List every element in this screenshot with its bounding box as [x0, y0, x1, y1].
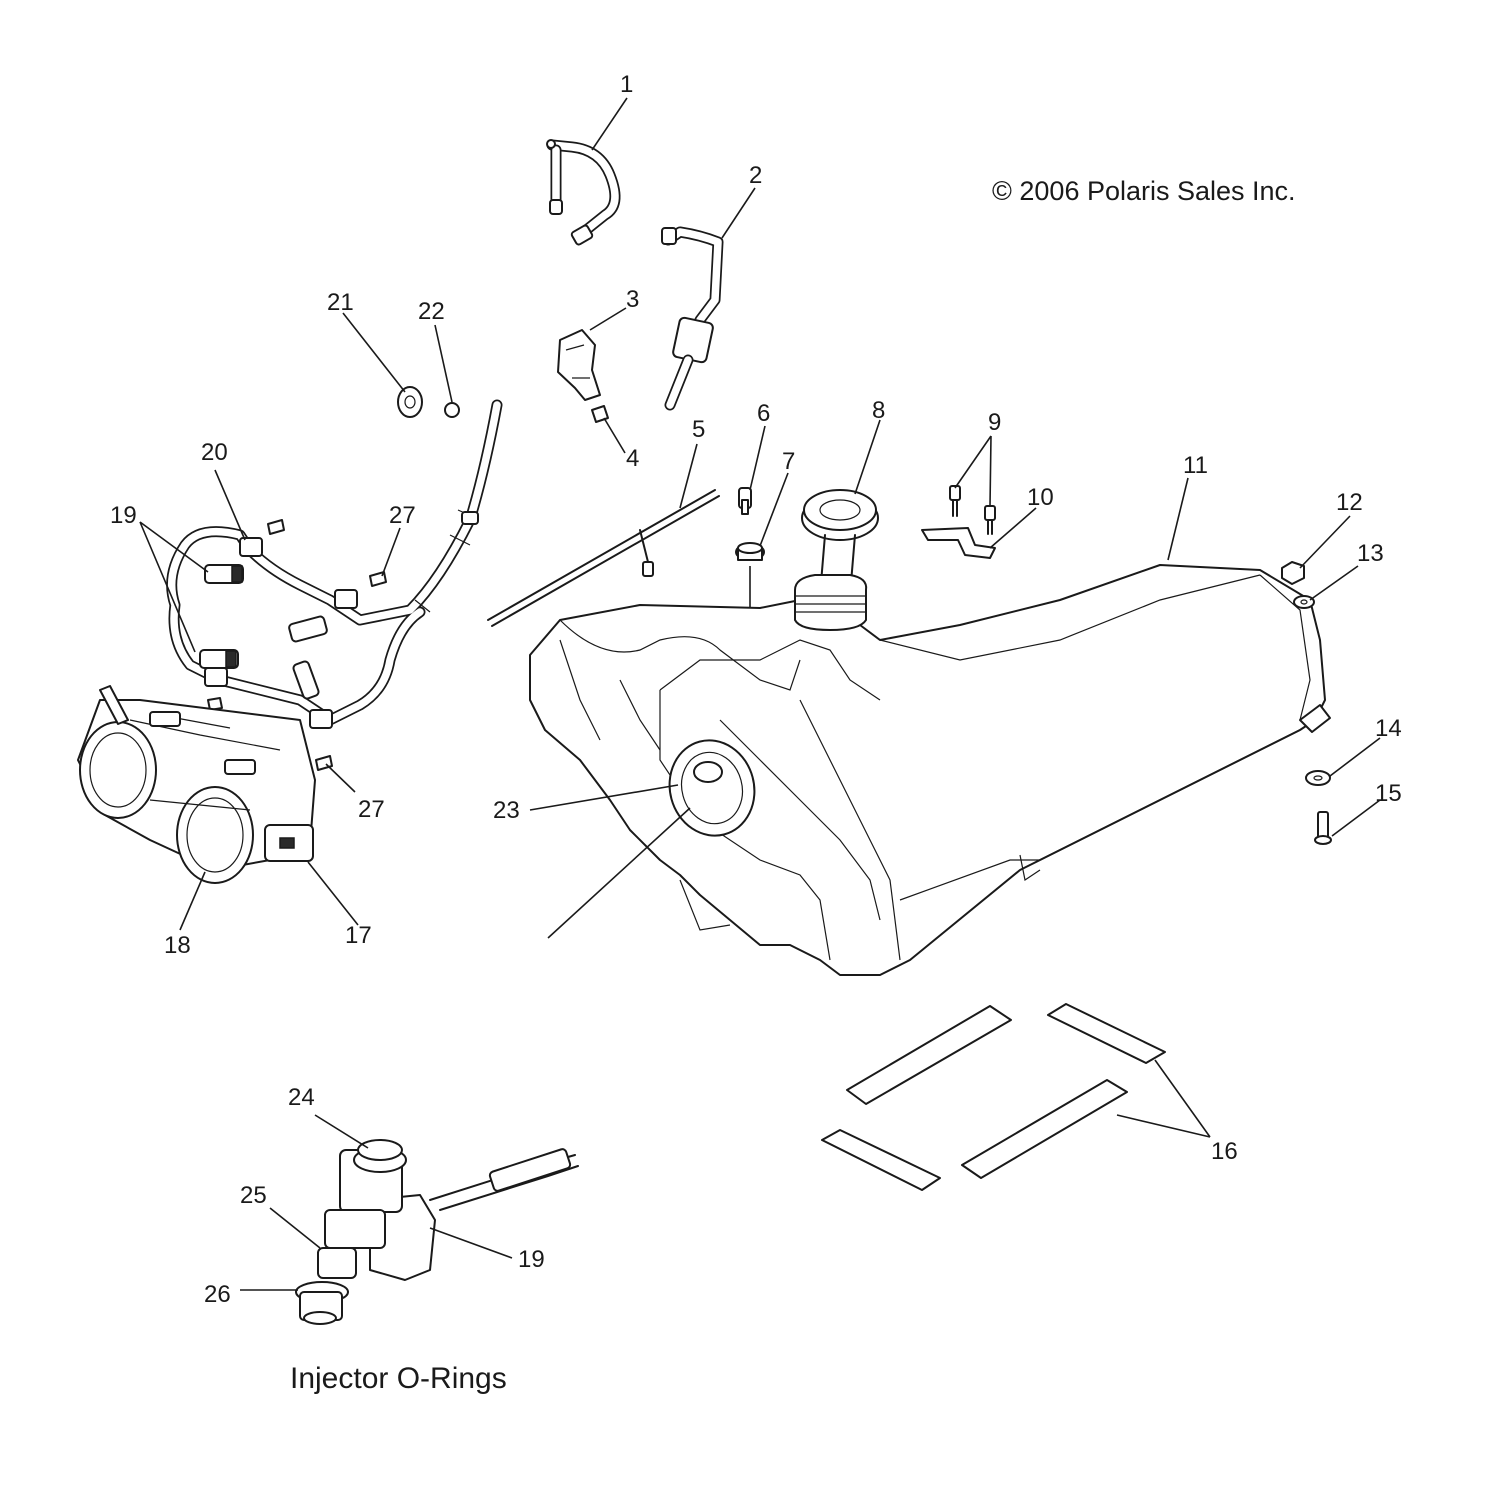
callout-12: 12 [1336, 489, 1363, 516]
injector-right [288, 615, 328, 643]
callout-24: 24 [288, 1084, 315, 1111]
part-10-bracket [921, 527, 996, 559]
callout-2: 2 [749, 162, 762, 189]
callout-19-upper: 19 [110, 502, 137, 529]
callout-4: 4 [626, 445, 639, 472]
part-13-washer [1293, 595, 1315, 609]
callout-17: 17 [345, 922, 372, 949]
callout-3: 3 [626, 286, 639, 313]
part-2-fuel-filter-line [661, 226, 724, 411]
callout-16: 16 [1211, 1138, 1238, 1165]
part-16-pads [821, 1003, 1166, 1191]
callout-14: 14 [1375, 715, 1402, 742]
part-3-bracket [557, 329, 601, 401]
part-23-fuel-pump [668, 739, 756, 837]
part-23-wire [547, 807, 691, 939]
part-5-vent-hose [487, 489, 720, 627]
part-7-grommet [735, 542, 765, 561]
callout-1: 1 [620, 71, 633, 98]
callout-23: 23 [493, 797, 520, 824]
callout-25: 25 [240, 1182, 267, 1209]
part-11-fuel-tank [529, 564, 1331, 976]
leader-lines [139, 97, 1381, 1291]
callout-11: 11 [1183, 452, 1208, 479]
callout-26: 26 [204, 1281, 231, 1308]
callout-27-lower: 27 [358, 796, 385, 823]
part-14-washer [1305, 770, 1331, 786]
part-1-fuel-line [546, 139, 621, 246]
part-19-injector-lower [199, 649, 239, 669]
part-8-fuel-cap [801, 489, 879, 596]
part-9-screws [949, 485, 996, 535]
injector-lower-right [292, 660, 320, 700]
injector-detail [295, 1139, 579, 1325]
part-12-nut [1281, 561, 1305, 585]
copyright-text: © 2006 Polaris Sales Inc. [992, 176, 1296, 206]
callout-20: 20 [201, 439, 228, 466]
callout-10: 10 [1027, 484, 1054, 511]
callout-7: 7 [782, 448, 795, 475]
callout-8: 8 [872, 397, 885, 424]
part-15-bolt [1314, 811, 1332, 845]
callout-18: 18 [164, 932, 191, 959]
part-22-screw [444, 402, 460, 418]
callout-labels: 1 2 3 4 5 6 7 8 9 10 11 12 13 14 15 16 1… [110, 71, 1402, 1308]
part-20-fuel-rail [166, 399, 503, 729]
callout-27-upper: 27 [389, 502, 416, 529]
callout-21: 21 [327, 289, 354, 316]
part-17-sensor [264, 824, 314, 862]
callout-22: 22 [418, 298, 445, 325]
part-18-throttle-body [77, 685, 316, 884]
callout-9: 9 [988, 409, 1001, 436]
callout-13: 13 [1357, 540, 1384, 567]
part-19-injector-upper [204, 564, 244, 584]
part-6-valve [738, 487, 752, 515]
callout-5: 5 [692, 416, 705, 443]
part-21-clamp [397, 386, 423, 418]
injector-o-rings-caption: Injector O-Rings [290, 1362, 507, 1395]
callout-19-detail: 19 [518, 1246, 545, 1273]
callout-15: 15 [1375, 780, 1402, 807]
callout-6: 6 [757, 400, 770, 427]
